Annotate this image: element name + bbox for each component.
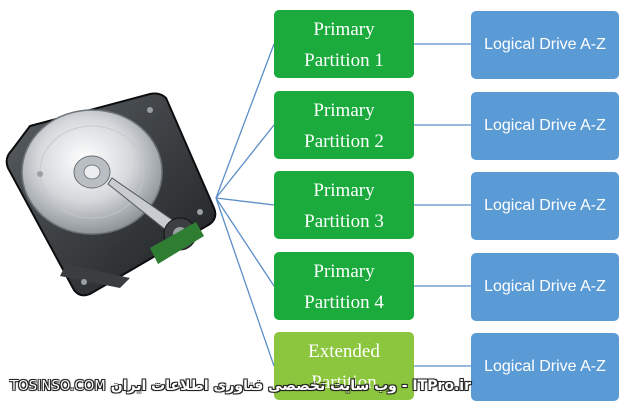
- logical-drive-box-3: Logical Drive A-Z: [471, 172, 619, 240]
- partition-label-line2: Partition 4: [304, 291, 384, 313]
- logical-drive-label: Logical Drive A-Z: [484, 197, 606, 214]
- logical-drive-label: Logical Drive A-Z: [484, 117, 606, 134]
- connector-hdd-to-partition-5: [215, 197, 275, 367]
- logical-drive-box-5: Logical Drive A-Z: [471, 333, 619, 401]
- hard-disk-drive-icon: [5, 92, 217, 297]
- partition-label-line1: Primary: [313, 18, 375, 40]
- logical-drive-label: Logical Drive A-Z: [484, 358, 606, 375]
- partition-label-line1: Primary: [313, 179, 375, 201]
- watermark-site: TOSINSO.COM: [10, 379, 106, 394]
- partition-label-line2: Partition 1: [304, 49, 384, 71]
- logical-drive-label: Logical Drive A-Z: [484, 278, 606, 295]
- watermark: TOSINSO.COM وب سایت تخصصی فناوری اطلاعات…: [10, 378, 510, 400]
- connector-hdd-to-partition-4: [215, 197, 275, 287]
- partition-label-line2: Partition 2: [304, 130, 384, 152]
- logical-drive-label: Logical Drive A-Z: [484, 36, 606, 53]
- partition-label-line1: Primary: [313, 99, 375, 121]
- connector-hdd-to-partition-3: [215, 197, 275, 206]
- logical-drive-box-4: Logical Drive A-Z: [471, 253, 619, 321]
- connector-hdd-to-partition-2: [215, 124, 275, 199]
- logical-drive-box-2: Logical Drive A-Z: [471, 92, 619, 160]
- partition-label-line2: Partition: [311, 371, 377, 393]
- partition-label-line2: Partition 3: [304, 210, 384, 232]
- logical-drive-box-1: Logical Drive A-Z: [471, 11, 619, 79]
- partition-label-line1: Primary: [313, 260, 375, 282]
- watermark-text: وب سایت تخصصی فناوری اطلاعات ایران - ITP…: [110, 378, 471, 394]
- partition-label-line1: Extended: [308, 340, 380, 362]
- connector-hdd-to-partition-1: [215, 43, 275, 199]
